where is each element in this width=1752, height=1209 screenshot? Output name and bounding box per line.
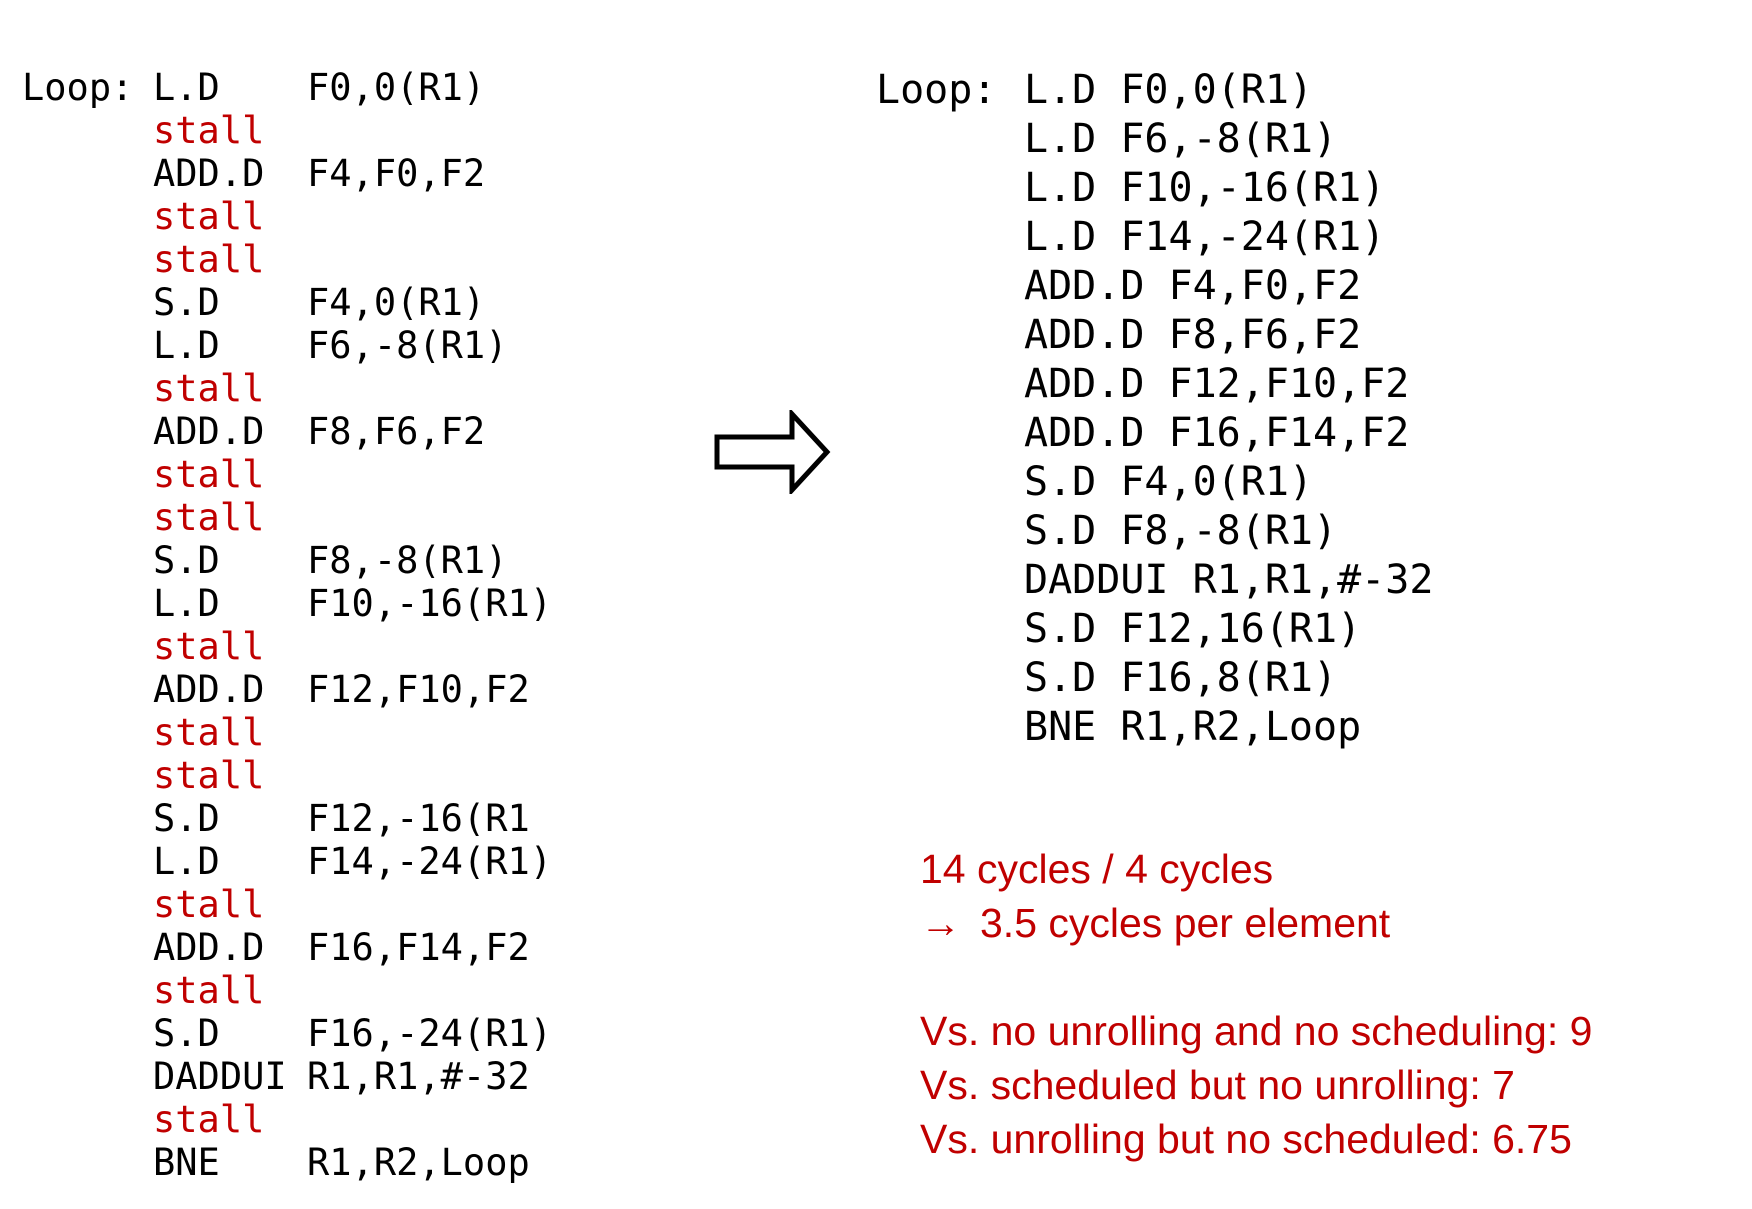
instruction: S.D F16,8(R1) (1024, 655, 1338, 701)
operands: F8,F6,F2 (307, 410, 486, 453)
operands: F4,0(R1) (307, 281, 486, 324)
stall-text: stall (153, 109, 265, 152)
stall-text: stall (153, 969, 265, 1012)
instruction: S.D F8,-8(R1) (1024, 508, 1338, 554)
stall-text: stall (153, 754, 265, 797)
stall-text: stall (153, 1098, 265, 1141)
instruction: S.D F4,0(R1) (1024, 459, 1313, 505)
instruction: L.D F14,-24(R1) (1024, 214, 1386, 260)
per-element-text: 3.5 cycles per element (980, 900, 1391, 946)
opcode: BNE (153, 1141, 220, 1184)
operands: R1,R1,#-32 (307, 1055, 530, 1098)
instruction: ADD.D F8,F6,F2 (1024, 312, 1362, 358)
opcode: S.D (153, 797, 220, 840)
instruction: S.D F12,16(R1) (1024, 606, 1362, 652)
instruction: ADD.D F4,F0,F2 (1024, 263, 1362, 309)
per-element-line: → 3.5 cycles per element (920, 896, 1592, 950)
instruction: L.D F0,0(R1) (1024, 67, 1313, 113)
stall-text: stall (153, 195, 265, 238)
comparison-line: Vs. no unrolling and no scheduling: 9 (920, 1008, 1593, 1054)
stall-text: stall (153, 367, 265, 410)
opcode: S.D (153, 1012, 220, 1055)
opcode: S.D (153, 539, 220, 582)
comparison-line: Vs. unrolling but no scheduled: 6.75 (920, 1116, 1572, 1162)
opcode: S.D (153, 281, 220, 324)
operands: F16,F14,F2 (307, 926, 530, 969)
stall-text: stall (153, 238, 265, 281)
stall-text: stall (153, 496, 265, 539)
instruction: DADDUI R1,R1,#-32 (1024, 557, 1434, 603)
opcode: L.D (153, 582, 220, 625)
opcode: ADD.D (153, 668, 265, 711)
stall-text: stall (153, 625, 265, 668)
opcode: DADDUI (153, 1055, 287, 1098)
operands: F0,0(R1) (307, 66, 486, 109)
instruction: ADD.D F16,F14,F2 (1024, 410, 1410, 456)
opcode: ADD.D (153, 926, 265, 969)
right-arrow-outline-icon (714, 410, 831, 494)
comparison-line: Vs. scheduled but no unrolling: 7 (920, 1062, 1515, 1108)
operands: R1,R2,Loop (307, 1141, 530, 1184)
operands: F8,-8(R1) (307, 539, 508, 582)
opcode: ADD.D (153, 152, 265, 195)
instruction: ADD.D F12,F10,F2 (1024, 361, 1410, 407)
opcode: L.D (153, 66, 220, 109)
opcode: ADD.D (153, 410, 265, 453)
performance-notes: 14 cycles / 4 cycles → 3.5 cycles per ele… (920, 842, 1592, 1166)
instruction: L.D F10,-16(R1) (1024, 165, 1386, 211)
right-arrow-icon: → (920, 900, 961, 946)
spacer (920, 950, 1592, 1004)
operands: F4,F0,F2 (307, 152, 486, 195)
operands: F16,-24(R1) (307, 1012, 553, 1055)
stall-text: stall (153, 711, 265, 754)
stall-text: stall (153, 883, 265, 926)
loop-label: Loop: (876, 67, 997, 113)
operands: F6,-8(R1) (307, 324, 508, 367)
cycles-ratio: 14 cycles / 4 cycles (920, 846, 1274, 892)
instruction: L.D F6,-8(R1) (1024, 116, 1338, 162)
operands: F10,-16(R1) (307, 582, 553, 625)
loop-label: Loop: (22, 66, 134, 109)
operands: F12,-16(R1 (307, 797, 530, 840)
operands: F12,F10,F2 (307, 668, 530, 711)
stall-text: stall (153, 453, 265, 496)
opcode: L.D (153, 324, 220, 367)
instruction: BNE R1,R2,Loop (1024, 704, 1362, 750)
operands: F14,-24(R1) (307, 840, 553, 883)
opcode: L.D (153, 840, 220, 883)
